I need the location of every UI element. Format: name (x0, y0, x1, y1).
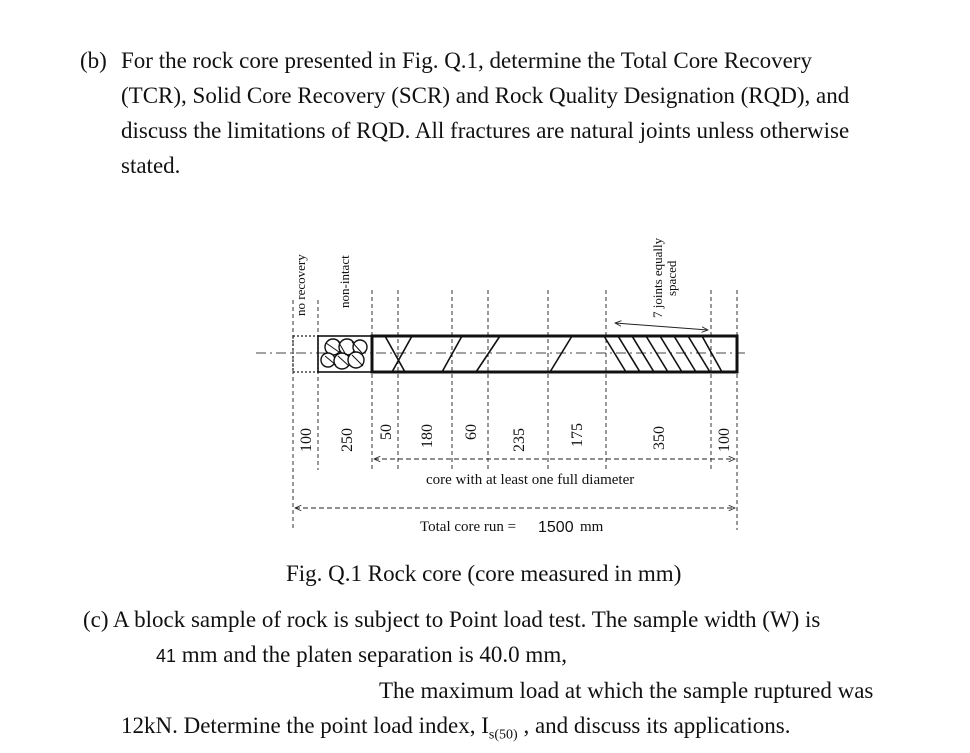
part-c: (c) A block sample of rock is subject to… (0, 600, 970, 745)
label-non-intact: non-intact (337, 255, 352, 308)
joints (384, 335, 723, 373)
dim-100-b: 100 (716, 428, 733, 452)
joints-span-arrow (615, 323, 708, 330)
part-b-line-2: (TCR), Solid Core Recovery (SCR) and Roc… (121, 83, 850, 108)
dim-60: 60 (463, 424, 480, 440)
total-run-label: Total core run = (420, 519, 516, 535)
part-c-line-3: The maximum load at which the sample rup… (379, 678, 874, 703)
total-run-unit: mm (580, 519, 604, 535)
dim-175: 175 (569, 423, 586, 447)
part-c-line-2-rest: mm and the platen separation is 40.0 mm, (176, 642, 567, 667)
full-diameter-label: core with at least one full diameter (426, 472, 634, 488)
no-recovery-zone (292, 335, 319, 373)
part-c-line-4: 12kN. Determine the point load index, Is… (121, 708, 790, 753)
guide-lines (292, 290, 738, 530)
core-body (370, 334, 739, 374)
part-b-line-3: discuss the limitations of RQD. All frac… (121, 118, 850, 143)
part-b-line-4: stated. (121, 153, 181, 178)
dim-250: 250 (339, 428, 356, 452)
dim-235: 235 (511, 428, 528, 452)
part-b: (b) For the rock core presented in Fig. … (0, 0, 970, 200)
part-b-label: (b) (80, 48, 107, 73)
dim-100-a: 100 (298, 428, 315, 452)
part-c-line-4-start: 12kN. Determine the point load index, I (121, 713, 489, 738)
part-c-line-1: (c) A block sample of rock is subject to… (83, 607, 821, 632)
dim-350: 350 (651, 426, 668, 450)
total-run-value: 1500 (538, 519, 574, 536)
part-b-line-1: For the rock core presented in Fig. Q.1,… (121, 48, 812, 73)
dim-180: 180 (419, 424, 436, 448)
part-c-line-4-end: , and discuss its applications. (517, 713, 791, 738)
figure-caption: Fig. Q.1 Rock core (core measured in mm) (286, 561, 682, 586)
part-c-width-value: 41 (156, 646, 177, 666)
dim-50: 50 (378, 424, 395, 440)
label-spaced: spaced (664, 260, 679, 296)
part-c-subscript: s(50) (488, 727, 518, 743)
label-7-joints: 7 joints equally (650, 237, 665, 318)
rubble-zone (317, 335, 373, 373)
label-no-recovery: no recovery (293, 254, 308, 316)
part-c-line-2: 41 mm and the platen separation is 40.0 … (156, 637, 567, 674)
